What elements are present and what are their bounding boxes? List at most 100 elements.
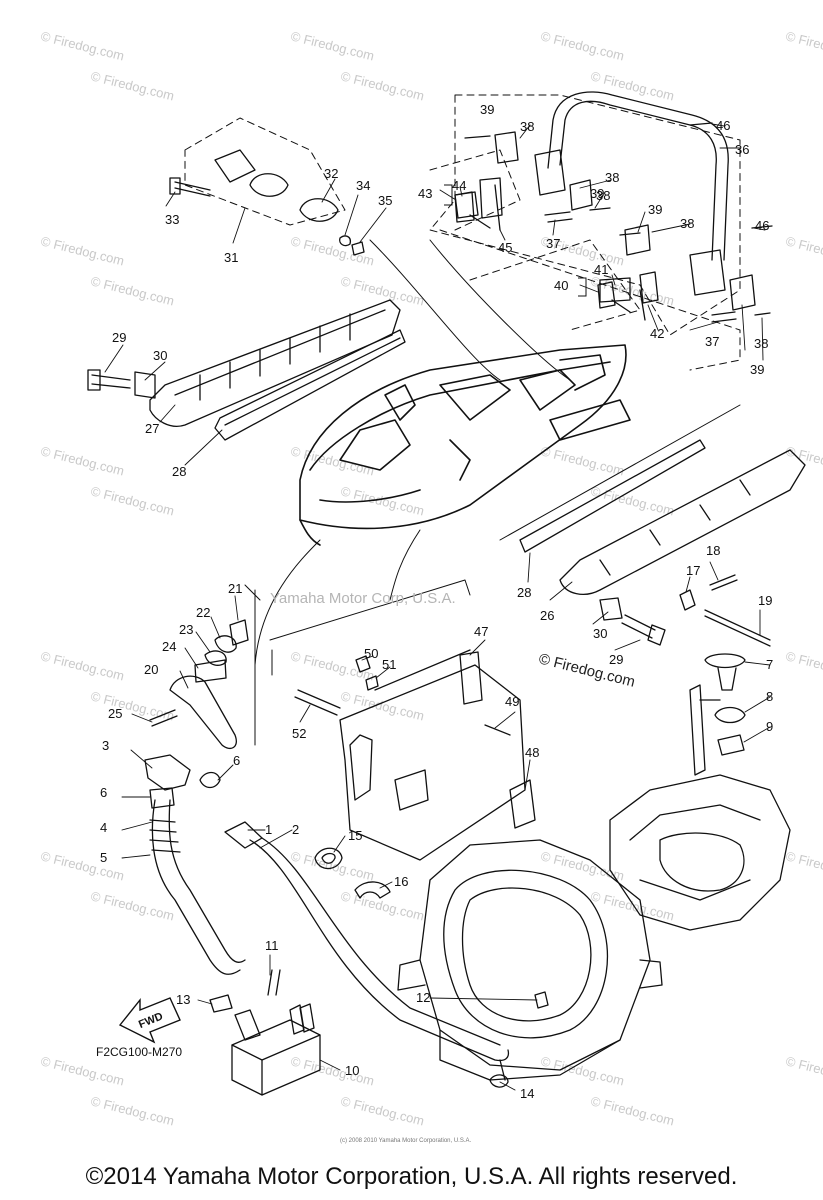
watermark-text: © Firedog.com <box>39 28 126 63</box>
callout-label: 35 <box>378 193 392 208</box>
rub-rail-right <box>519 439 806 595</box>
watermark-text: © Firedog.com <box>784 1053 823 1088</box>
callout-label: 26 <box>540 608 554 623</box>
leader-lines <box>104 123 771 1091</box>
frame-lines <box>244 404 741 746</box>
callout-label: 45 <box>498 240 512 255</box>
pointer-arcs <box>254 239 571 666</box>
seals <box>314 847 391 899</box>
callout-label: 11 <box>265 938 279 953</box>
watermark-text: © Firedog.com <box>784 443 823 478</box>
callout-label: 40 <box>554 278 568 293</box>
callout-label: 38 <box>605 170 619 185</box>
callout-label: 23 <box>179 622 193 637</box>
callout-label: 13 <box>176 992 190 1007</box>
callout-label: 25 <box>108 706 122 721</box>
rub-rail-left <box>149 299 406 441</box>
callout-label: 4 <box>100 820 107 835</box>
callout-label: 51 <box>382 657 396 672</box>
callout-label: 50 <box>364 646 378 661</box>
watermark-text: © Firedog.com <box>539 28 626 63</box>
callout-label: 37 <box>705 334 719 349</box>
callout-label: 3 <box>102 738 109 753</box>
callout-label: 6 <box>233 753 240 768</box>
callout-label: 38 <box>596 188 610 203</box>
watermark-text: © Firedog.com <box>89 273 176 308</box>
group-outlines <box>184 94 741 371</box>
watermark-text: © Firedog.com <box>89 1093 176 1128</box>
callout-bracket <box>578 277 587 297</box>
callout-label: 38 <box>680 216 694 231</box>
watermark-text: © Firedog.com <box>589 1093 676 1128</box>
callout-label: 8 <box>766 689 773 704</box>
callout-bracket <box>444 184 453 206</box>
watermark-text: © Firedog.com <box>289 28 376 63</box>
callout-label: 37 <box>546 236 560 251</box>
callout-label: 38 <box>754 336 768 351</box>
bolt-left <box>87 369 156 399</box>
watermark-text: © Firedog.com <box>539 443 626 478</box>
hoses <box>144 754 510 1062</box>
watermark-text: © Firedog.com <box>39 443 126 478</box>
control-box <box>209 969 321 1096</box>
callout-label: 36 <box>735 142 749 157</box>
watermark-text: © Firedog.com <box>589 273 676 308</box>
watermark-text: © Firedog.com <box>589 483 676 518</box>
callout-label: 24 <box>162 639 176 654</box>
callout-label: 7 <box>766 657 773 672</box>
watermark-text: © Firedog.com <box>89 888 176 923</box>
callout-label: 10 <box>345 1063 359 1078</box>
callout-label: 16 <box>394 874 408 889</box>
callout-label: 20 <box>144 662 158 677</box>
callout-label: 22 <box>196 605 210 620</box>
center-stamp: Yamaha Motor Corp, U.S.A. <box>270 590 456 607</box>
watermark-text: © Firedog.com <box>39 233 126 268</box>
callout-label: 39 <box>648 202 662 217</box>
clamp-group-lower <box>597 281 646 321</box>
watermark-text: © Firedog.com <box>289 648 376 683</box>
handle-rail <box>547 91 729 261</box>
watermark-text: © Firedog.com <box>39 848 126 883</box>
watermark-text: © Firedog.com <box>784 28 823 63</box>
callout-label: 2 <box>292 822 299 837</box>
bolt-right <box>599 597 666 646</box>
clamp-group-upper <box>454 184 501 231</box>
watermark-text: © Firedog.com <box>89 483 176 518</box>
hull <box>299 344 631 546</box>
watermark-text: © Firedog.com <box>589 68 676 103</box>
drain-plug <box>704 653 746 756</box>
callout-label: 46 <box>755 218 769 233</box>
callout-label: 39 <box>590 186 604 201</box>
callout-label: 12 <box>416 990 430 1005</box>
callout-label: 39 <box>750 362 764 377</box>
jet-nozzle <box>609 684 791 931</box>
callout-label: 47 <box>474 624 488 639</box>
callout-label: 17 <box>686 563 700 578</box>
watermark-text: © Firedog.com <box>339 1093 426 1128</box>
callout-label: 31 <box>224 250 238 265</box>
callout-label: 42 <box>650 326 664 341</box>
watermark-text: © Firedog.com <box>784 233 823 268</box>
small-fasteners <box>489 991 549 1088</box>
callout-label: 1 <box>265 822 272 837</box>
callout-label: 9 <box>766 719 773 734</box>
callout-label: 34 <box>356 178 370 193</box>
callout-label: 28 <box>517 585 531 600</box>
watermark-text: © Firedog.com <box>339 688 426 723</box>
watermark-text: © Firedog.com <box>39 648 126 683</box>
watermark-text: © Firedog.com <box>289 1053 376 1088</box>
watermark-text: © Firedog.com <box>89 68 176 103</box>
callout-label: 46 <box>716 118 730 133</box>
watermark-text: © Firedog.com <box>89 688 176 723</box>
callout-label: 44 <box>452 178 466 193</box>
callout-label: 29 <box>609 652 623 667</box>
copyright-notice: ©2014 Yamaha Motor Corporation, U.S.A. A… <box>85 1163 738 1190</box>
callout-label: 30 <box>593 626 607 641</box>
watermark-text: © Firedog.com <box>784 848 823 883</box>
line-art <box>87 91 806 1096</box>
callout-label: 18 <box>706 543 720 558</box>
callout-label: 19 <box>758 593 772 608</box>
pins <box>464 122 773 323</box>
